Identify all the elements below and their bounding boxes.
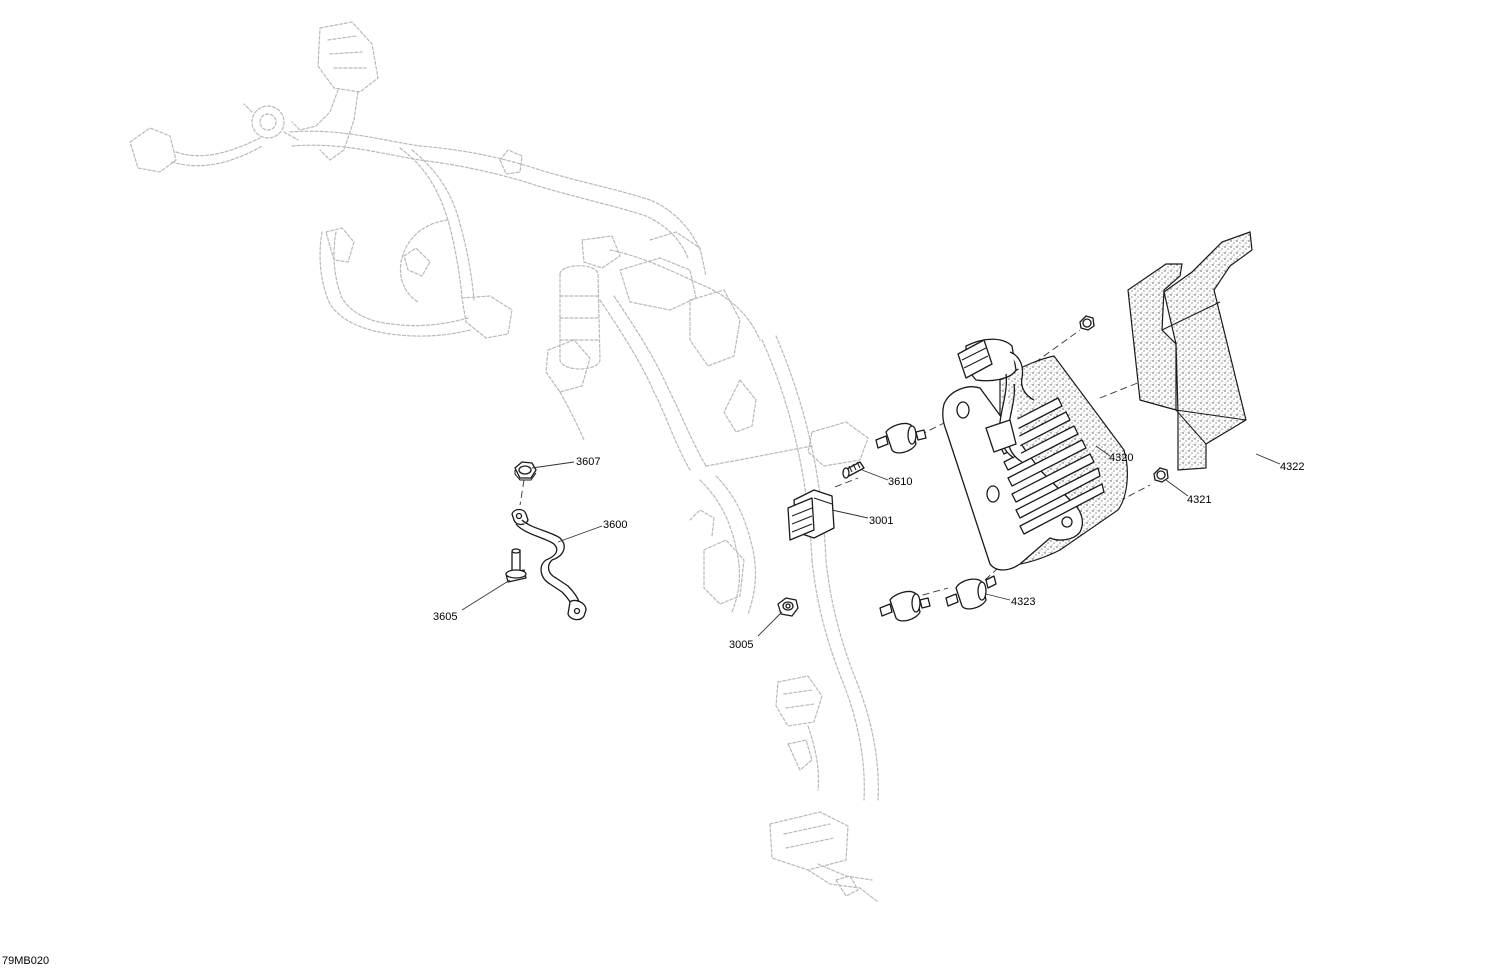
part-4322-heat-shield (1127, 231, 1253, 471)
drawing-reference-code: 79MB020 (2, 955, 49, 967)
leader-3610 (861, 469, 889, 481)
callout-4323: 4323 (1011, 596, 1035, 608)
leader-4320 (1095, 445, 1111, 457)
callout-3607: 3607 (576, 456, 600, 468)
part-4321-nuts (1079, 315, 1169, 483)
leader-3005 (757, 611, 783, 637)
leader-3001 (831, 509, 869, 519)
leader-3607 (531, 461, 575, 469)
part-4323-spacers (875, 422, 997, 622)
leader-lines (461, 445, 1281, 637)
leader-3605 (461, 579, 511, 611)
leader-4321 (1165, 479, 1189, 497)
callout-3005: 3005 (729, 639, 753, 651)
callout-labels: 3607 3600 3605 3610 3001 3005 4320 4321 … (433, 452, 1304, 651)
leader-4323 (985, 593, 1011, 601)
callout-3600: 3600 (603, 519, 627, 531)
callout-4320: 4320 (1109, 452, 1133, 464)
callout-3610: 3610 (888, 476, 912, 488)
callout-4321: 4321 (1187, 494, 1211, 506)
regulator-fins (995, 397, 1105, 535)
callout-4322: 4322 (1280, 461, 1304, 473)
wiring-harness-ghost (129, 21, 879, 903)
part-3005-nut (777, 597, 799, 617)
leader-3600 (557, 525, 603, 543)
callout-3605: 3605 (433, 611, 457, 623)
part-3600-ground-cable (511, 508, 587, 621)
part-3001-connector (787, 489, 835, 541)
part-3605-bolt (505, 548, 527, 583)
part-3607-nut (514, 461, 537, 481)
callout-3001: 3001 (869, 515, 893, 527)
part-3610-screw (842, 461, 865, 479)
part-4320-regulator (942, 338, 1128, 571)
leader-4322 (1255, 453, 1281, 465)
